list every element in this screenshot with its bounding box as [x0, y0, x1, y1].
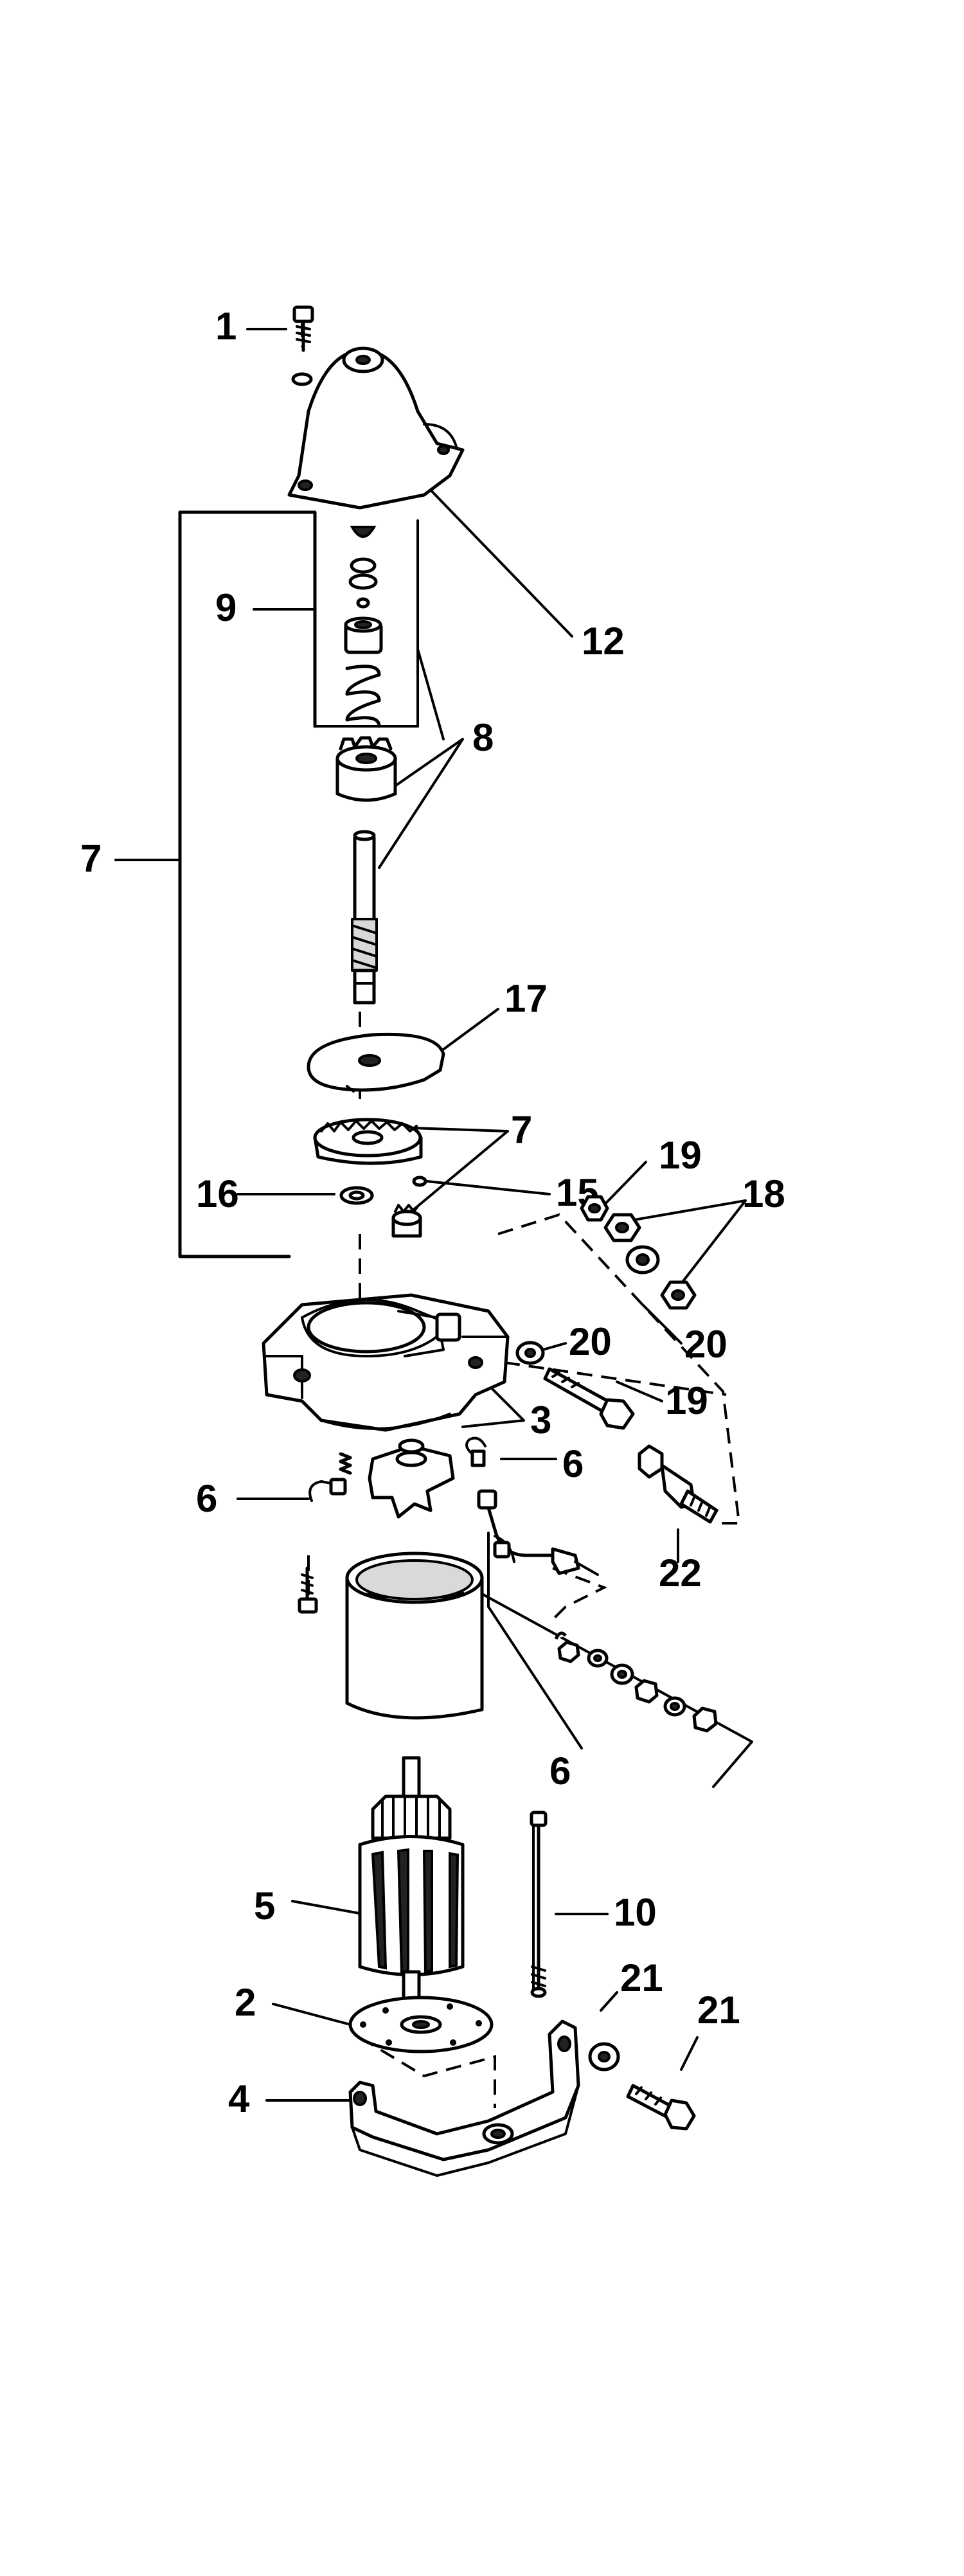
callout-20b: 21 — [620, 1956, 663, 1999]
assembly-dashed-lines — [301, 321, 741, 2108]
part-3-drive-housing — [262, 1293, 510, 1432]
motor-frame — [345, 1552, 484, 1720]
callout-5: 5 — [254, 1884, 275, 1928]
part-8-drive-shaft — [351, 830, 378, 1005]
part-5-armature — [358, 1756, 465, 2006]
callout-6a: 6 — [562, 1442, 584, 1485]
callout-12: 12 — [582, 620, 625, 663]
part-9-drive-stack — [314, 519, 419, 728]
callout-6b: 6 — [196, 1477, 217, 1520]
callout-6c: 6 — [549, 1749, 571, 1793]
part-4-mounting-bracket — [348, 2019, 580, 2177]
part-6-brush-left — [308, 1478, 347, 1502]
part-6-lead-wire-assembly — [477, 1489, 599, 1576]
part-20-washer-lower — [588, 2042, 620, 2071]
part-10-through-bolt — [530, 1811, 548, 1998]
part-16-nut-a — [603, 1213, 641, 1242]
callout-16: 18 — [742, 1172, 785, 1215]
part-13-washer — [412, 1176, 427, 1187]
part-20-washer — [515, 1341, 545, 1365]
callout-labels: 1 9 12 8 7 17 7 19 18 16 15 20 20 20 20 … — [80, 305, 785, 2120]
part-15-thrust-plate — [307, 1032, 445, 1093]
callout-3: 3 — [530, 1399, 551, 1442]
callout-20a: 20 — [569, 1320, 612, 1363]
part-12-end-cap — [287, 346, 465, 510]
part-2-end-plate — [348, 1996, 494, 2053]
callout-7a: 7 — [80, 837, 102, 880]
part-7-small-gear — [391, 1204, 422, 1238]
part-16-nut-b — [660, 1280, 697, 1310]
part-8-pinion-gear — [335, 736, 397, 802]
callout-4: 4 — [228, 2077, 250, 2120]
callout-14: 16 — [196, 1172, 239, 1215]
callout-7b: 7 — [511, 1108, 532, 1151]
callout-10: 10 — [614, 1891, 657, 1934]
part-7-large-gear — [313, 1118, 423, 1165]
callout-21-visible: 21 — [697, 1989, 740, 2032]
part-19-bolt — [543, 1367, 635, 1430]
callout-15: 17 — [504, 977, 548, 1020]
callout-22: 22 — [659, 1552, 702, 1595]
callout-2: 2 — [235, 1981, 256, 2024]
part-18-washer — [625, 1245, 660, 1275]
part-6-brush-plate — [339, 1436, 486, 1519]
callout-17: 19 — [659, 1134, 702, 1177]
callout-9: 9 — [215, 586, 237, 629]
part-1-screw — [291, 305, 314, 386]
part-6-hardware-strip — [481, 1593, 753, 1788]
part-21-bolt — [626, 2084, 696, 2131]
part-17-lock-washer — [580, 1195, 609, 1222]
callout-19-visible: 19 — [665, 1379, 708, 1422]
part-14-washer — [339, 1186, 374, 1205]
brush-screw — [298, 1566, 318, 1614]
part-22-terminal-stud — [638, 1444, 719, 1524]
callout-8: 8 — [472, 716, 494, 759]
callout-18: 20 — [684, 1323, 727, 1366]
callout-1: 1 — [215, 305, 237, 348]
